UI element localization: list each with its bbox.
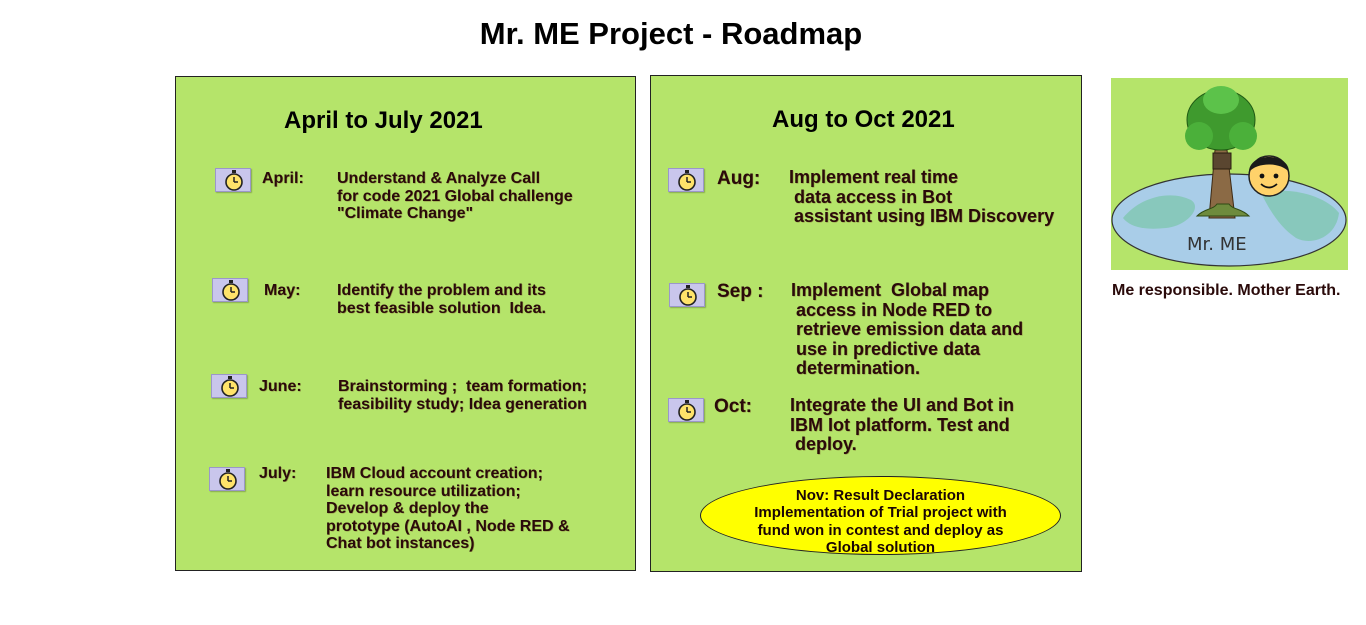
month-label: April: xyxy=(262,170,304,187)
month-label: July: xyxy=(259,465,297,482)
clock-icon xyxy=(211,374,247,398)
month-label: Oct: xyxy=(714,396,752,417)
month-label: Sep : xyxy=(717,281,764,302)
entry-description: Implement real time data access in Bot a… xyxy=(789,167,1055,226)
clock-icon xyxy=(668,168,704,192)
boy-face-icon xyxy=(1248,155,1290,197)
clock-icon xyxy=(668,398,704,422)
earth-icon xyxy=(1111,173,1347,267)
month-label: May: xyxy=(264,282,301,299)
entry-description: IBM Cloud account creation; learn resour… xyxy=(326,465,570,552)
entry-description: Understand & Analyze Call for code 2021 … xyxy=(337,170,573,222)
callout-text: Nov: Result Declaration Implementation o… xyxy=(754,487,1007,556)
entry-description: Identify the problem and its best feasib… xyxy=(337,282,546,317)
panel-heading: April to July 2021 xyxy=(284,107,483,134)
clock-icon xyxy=(215,168,251,192)
entry-description: Implement Global map access in Node RED … xyxy=(791,280,1024,378)
entry-description: Integrate the UI and Bot in IBM Iot plat… xyxy=(790,395,1015,454)
mr-me-logo: Mr. ME xyxy=(1111,78,1348,270)
clock-icon xyxy=(209,467,245,491)
page-title: Mr. ME Project - Roadmap xyxy=(479,16,863,51)
november-callout: Nov: Result Declaration Implementation o… xyxy=(700,476,1061,556)
entry-description: Brainstorming ; team formation; feasibil… xyxy=(338,378,587,413)
clock-icon xyxy=(669,283,705,307)
panel-heading: Aug to Oct 2021 xyxy=(772,106,955,133)
clock-icon xyxy=(212,278,248,302)
logo-tagline: Me responsible. Mother Earth. xyxy=(1112,282,1341,299)
tree-icon xyxy=(1185,86,1257,219)
month-label: June: xyxy=(259,378,302,395)
logo-label: Mr. ME xyxy=(1187,234,1247,255)
month-label: Aug: xyxy=(717,168,761,189)
panel-april-july: April to July 2021 April: Understand & A… xyxy=(175,76,636,571)
